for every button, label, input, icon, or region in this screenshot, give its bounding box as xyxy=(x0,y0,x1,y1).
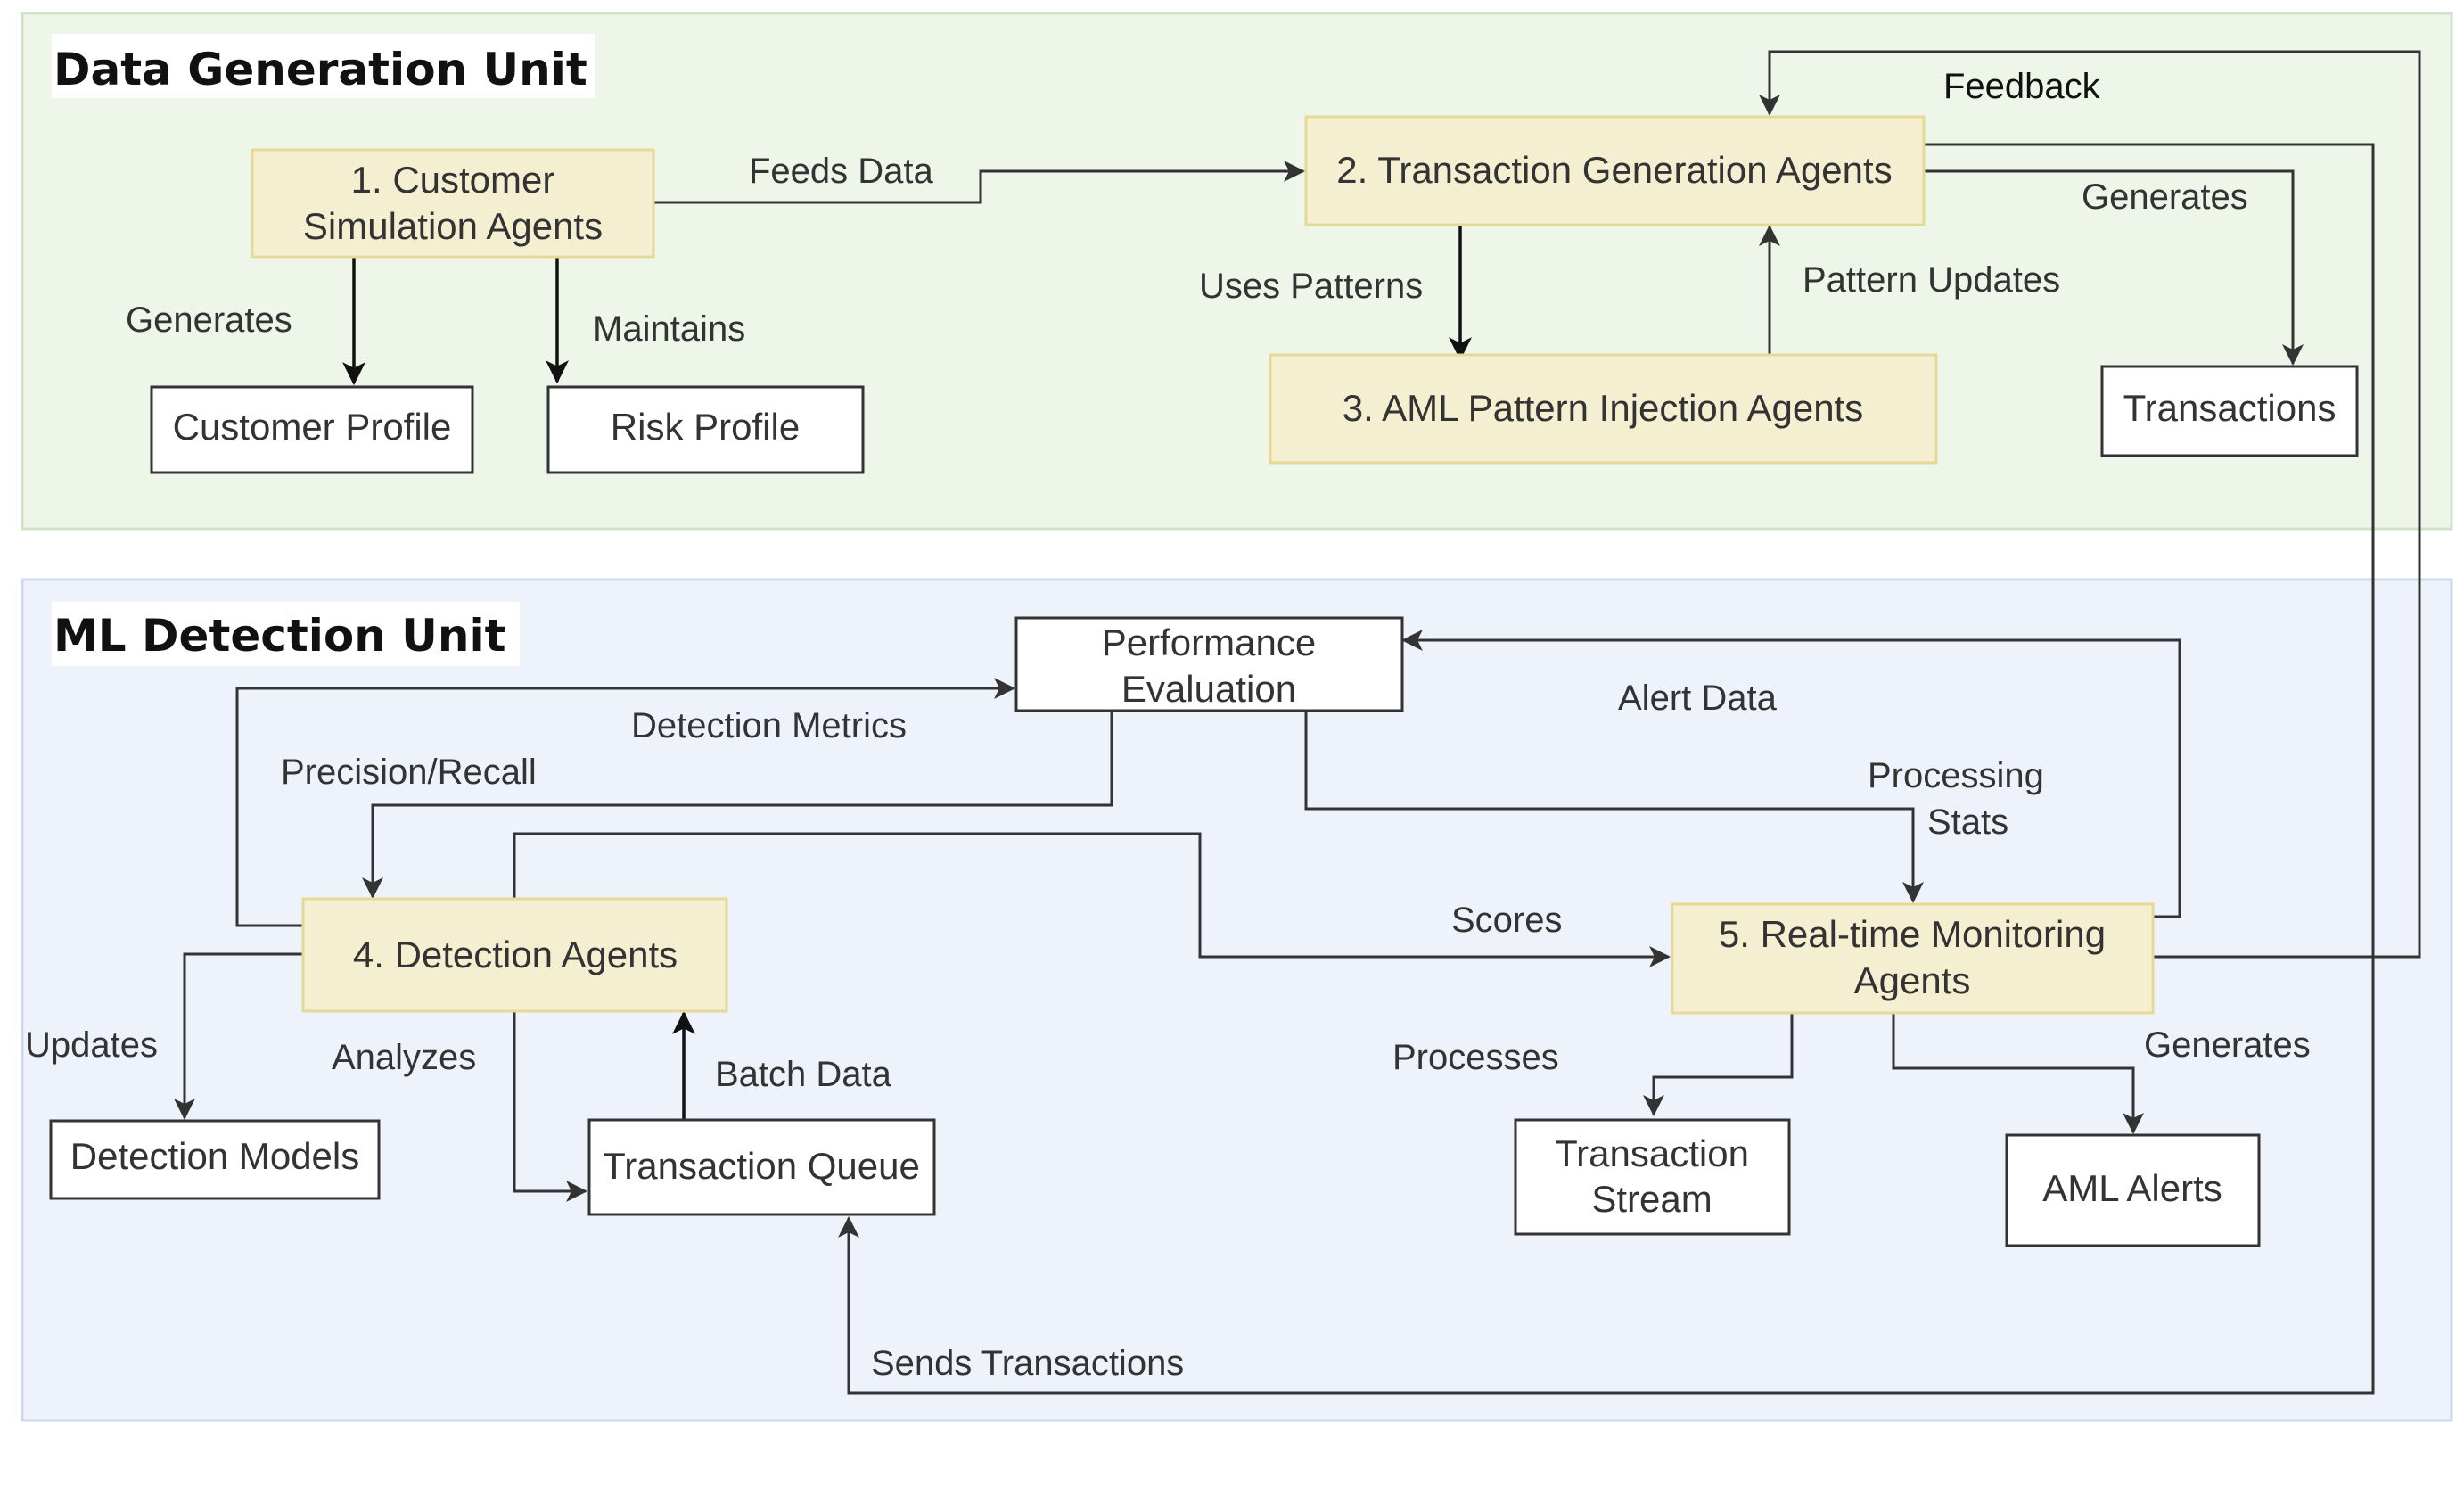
risk-profile: Risk Profile xyxy=(546,385,865,474)
detection-unit-title: ML Detection Unit xyxy=(53,610,506,662)
transaction-stream-line1: Transaction xyxy=(1555,1132,1749,1174)
label-processing-stats-line1: Processing xyxy=(1868,756,2044,795)
label-generates-profile: Generates xyxy=(126,300,292,340)
aml-alerts-label: AML Alerts xyxy=(2042,1167,2222,1209)
label-sends-transactions: Sends Transactions xyxy=(871,1344,1184,1383)
edge-sends-transactions xyxy=(838,143,2375,1395)
risk-profile-label: Risk Profile xyxy=(611,406,800,448)
customer-simulation-agents-line2: Simulation Agents xyxy=(303,205,603,247)
customer-profile: Customer Profile xyxy=(150,385,474,474)
edge-detection-metrics xyxy=(235,678,1015,927)
aml-pattern-injection-agents: 3. AML Pattern Injection Agents xyxy=(1269,353,1938,465)
label-uses-patterns: Uses Patterns xyxy=(1199,267,1423,306)
label-updates: Updates xyxy=(25,1025,158,1065)
edge-updates xyxy=(174,952,303,1120)
detection-agents-label: 4. Detection Agents xyxy=(353,934,678,975)
customer-simulation-agents: 1. Customer Simulation Agents xyxy=(251,148,655,259)
edge-processing-stats xyxy=(1304,711,1924,903)
aml-pattern-injection-agents-label: 3. AML Pattern Injection Agents xyxy=(1343,387,1863,429)
transaction-generation-agents: 2. Transaction Generation Agents xyxy=(1304,115,1926,226)
label-processing-stats-line2: Stats xyxy=(1927,802,2008,842)
edge-generates-alerts xyxy=(1892,1013,2144,1134)
label-generates-transactions: Generates xyxy=(2082,177,2248,217)
edge-analyzes xyxy=(513,1011,587,1202)
detection-agents: 4. Detection Agents xyxy=(301,897,728,1013)
label-batch-data: Batch Data xyxy=(715,1055,892,1094)
realtime-monitoring-agents: 5. Real-time Monitoring Agents xyxy=(1671,902,2155,1015)
label-analyzes: Analyzes xyxy=(332,1038,476,1077)
transactions-label: Transactions xyxy=(2123,387,2337,429)
label-processes: Processes xyxy=(1392,1038,1559,1077)
performance-evaluation: Performance Evaluation xyxy=(1014,616,1404,712)
realtime-monitoring-agents-line1: 5. Real-time Monitoring xyxy=(1719,913,2106,955)
realtime-monitoring-agents-line2: Agents xyxy=(1854,959,1971,1001)
label-maintains: Maintains xyxy=(593,309,745,349)
performance-evaluation-line1: Performance xyxy=(1102,621,1316,663)
label-detection-metrics: Detection Metrics xyxy=(631,706,907,745)
transaction-stream: Transaction Stream xyxy=(1514,1118,1791,1236)
detection-title-bg xyxy=(52,602,520,666)
label-feedback: Feedback xyxy=(1943,67,2101,106)
label-scores: Scores xyxy=(1451,901,1563,940)
transaction-queue-label: Transaction Queue xyxy=(603,1145,920,1187)
transactions: Transactions xyxy=(2100,365,2359,457)
label-feeds-data: Feeds Data xyxy=(749,152,934,191)
edge-feedback xyxy=(1759,50,2421,959)
customer-profile-label: Customer Profile xyxy=(173,406,452,448)
detection-models-label: Detection Models xyxy=(70,1135,360,1177)
transaction-generation-agents-label: 2. Transaction Generation Agents xyxy=(1336,149,1892,191)
transaction-stream-line2: Stream xyxy=(1591,1178,1712,1220)
edge-feeds-data xyxy=(653,160,1305,204)
edge-processes xyxy=(1643,1013,1794,1116)
transaction-queue: Transaction Queue xyxy=(587,1118,936,1216)
generation-title-bg xyxy=(52,34,595,98)
customer-simulation-agents-line1: 1. Customer xyxy=(351,159,555,201)
generation-unit-title: Data Generation Unit xyxy=(53,44,587,95)
edge-scores xyxy=(513,832,1671,967)
performance-evaluation-line2: Evaluation xyxy=(1121,668,1296,710)
edge-alert-data xyxy=(1401,630,2181,918)
label-generates-alerts: Generates xyxy=(2144,1025,2311,1065)
label-precision-recall: Precision/Recall xyxy=(281,753,537,792)
label-pattern-updates: Pattern Updates xyxy=(1803,260,2060,300)
aml-alerts: AML Alerts xyxy=(2005,1133,2261,1247)
edge-precision-recall xyxy=(362,711,1113,899)
detection-models: Detection Models xyxy=(49,1119,381,1200)
label-alert-data: Alert Data xyxy=(1618,679,1778,718)
edge-generates-transactions xyxy=(1924,169,2304,366)
